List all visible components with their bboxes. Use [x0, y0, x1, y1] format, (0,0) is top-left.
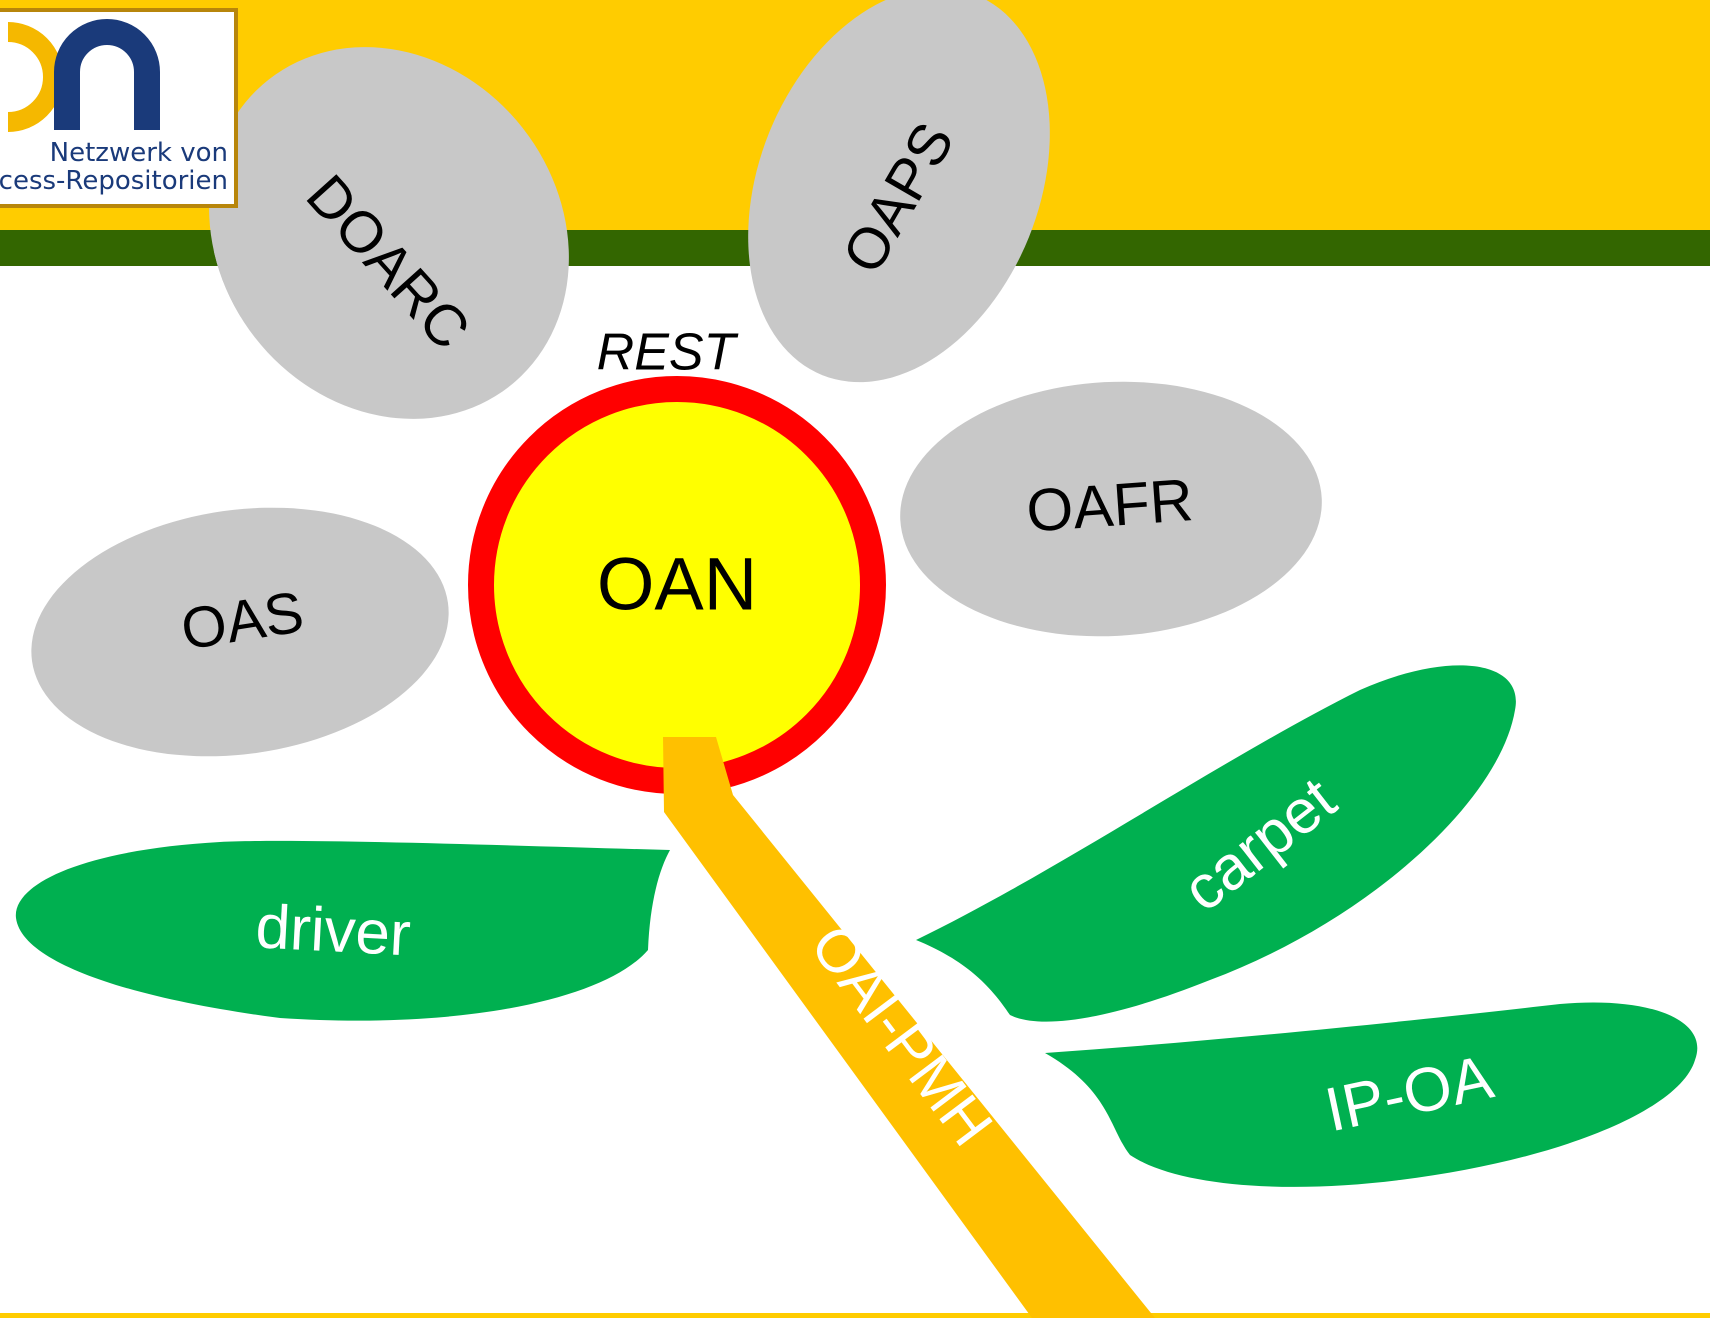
leaf-carpet: carpet	[916, 665, 1516, 1022]
petal-doarc: DOARC	[209, 47, 569, 419]
oan-logo: Netzwerk von cess-Repositorien	[0, 8, 238, 208]
logo-text-line1: Netzwerk von	[49, 138, 228, 168]
leaf-driver-label: driver	[254, 892, 412, 969]
petal-oas: OAS	[31, 507, 449, 757]
leaf-driver: driver	[15, 840, 670, 1021]
oan-logo-mark-icon	[7, 19, 160, 132]
petal-oas-shape	[31, 507, 449, 757]
leaf-ipoa: IP-OA	[1045, 1002, 1698, 1187]
petal-oafr-label: OAFR	[1024, 466, 1195, 544]
leaf-carpet-shape	[916, 665, 1516, 1022]
petal-oaps: OAPS	[748, 0, 1050, 383]
center-node-label: OAN	[597, 543, 757, 626]
protocol-rest-label: REST	[597, 324, 739, 382]
footer-line	[0, 1313, 1710, 1318]
stem-shape	[663, 737, 1155, 1318]
petal-doarc-shape	[209, 47, 569, 419]
leaf-ipoa-shape	[1045, 1002, 1698, 1187]
leaf-driver-shape	[15, 840, 670, 1021]
petal-oafr-shape	[900, 381, 1322, 637]
center-node: OAN	[468, 376, 886, 794]
petal-oafr: OAFR	[900, 381, 1322, 637]
petal-oaps-shape	[748, 0, 1050, 383]
logo-text-line2: cess-Repositorien	[0, 166, 228, 196]
stem: OAI-PMH	[663, 737, 1155, 1318]
